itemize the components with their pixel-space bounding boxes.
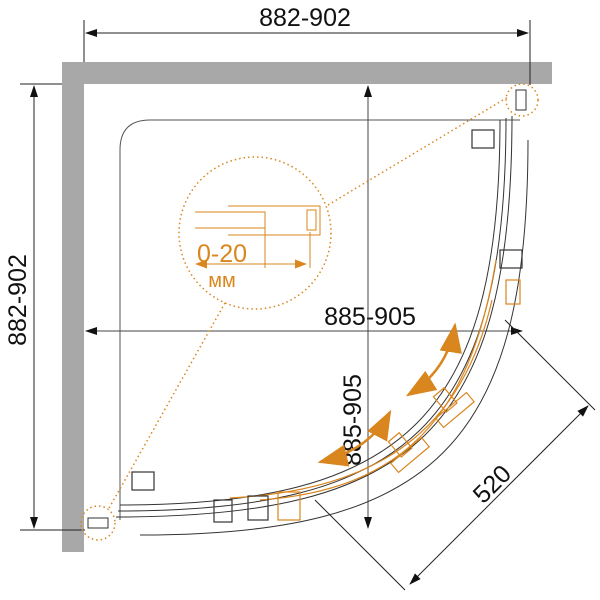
door-width-label: 520 bbox=[468, 460, 517, 509]
top-corner-profile bbox=[515, 89, 527, 111]
slide-arrow-lower bbox=[317, 409, 392, 467]
adjustment-label: 0-20 bbox=[197, 240, 247, 268]
detail-profile bbox=[195, 205, 321, 269]
top-width-label: 882-902 bbox=[259, 4, 351, 32]
inner-width-label: 885-905 bbox=[324, 303, 416, 331]
detail-callout bbox=[80, 83, 539, 541]
top-wall bbox=[62, 62, 552, 84]
enclosure-frame bbox=[115, 115, 529, 536]
left-wall bbox=[62, 62, 84, 552]
adjustment-unit: мм bbox=[208, 270, 236, 292]
left-dimension bbox=[20, 83, 85, 531]
slide-arrow-upper bbox=[405, 322, 462, 397]
left-height-label: 882-902 bbox=[4, 254, 32, 346]
top-dimension bbox=[83, 20, 531, 85]
bottom-corner-profile bbox=[87, 517, 109, 529]
shower-tray bbox=[119, 119, 520, 520]
door-width-dimension bbox=[314, 319, 596, 591]
inner-height-label: 885-905 bbox=[339, 374, 367, 466]
